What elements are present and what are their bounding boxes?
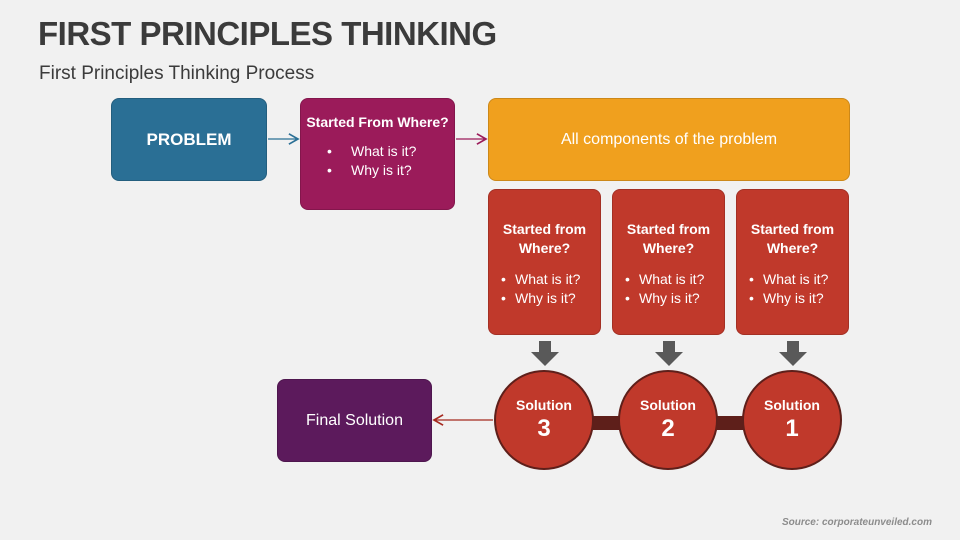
solution-number: 3	[537, 415, 551, 442]
solution-circle-2: Solution 2	[618, 370, 718, 470]
final-solution-label: Final Solution	[306, 412, 403, 429]
bullet-what: What is it?	[501, 270, 600, 289]
component-card-title: Started from Where?	[502, 221, 587, 256]
down-arrow-icon	[779, 341, 807, 366]
component-card-title: Started from Where?	[750, 221, 835, 256]
bullet-why: Why is it?	[625, 289, 724, 308]
down-arrow-icon	[655, 341, 683, 366]
bullet-why: Why is it?	[501, 289, 600, 308]
component-card-bullets: What is it? Why is it?	[613, 270, 724, 308]
started-from-where-title: Started From Where?	[306, 114, 449, 130]
bullet-what: What is it?	[749, 270, 848, 289]
bullet-what: What is it?	[625, 270, 724, 289]
component-card-bullets: What is it? Why is it?	[737, 270, 848, 308]
solution-number: 1	[785, 415, 799, 442]
started-from-where-bullets: What is it? Why is it?	[301, 142, 454, 180]
slide-title: FIRST PRINCIPLES THINKING	[38, 15, 497, 52]
component-card-bullets: What is it? Why is it?	[489, 270, 600, 308]
component-card-3: Started from Where? What is it? Why is i…	[736, 189, 849, 335]
solution-circle-1: Solution 1	[742, 370, 842, 470]
bullet-what: What is it?	[327, 142, 454, 161]
solution-label: Solution	[764, 397, 820, 413]
solution-label: Solution	[640, 397, 696, 413]
component-card-1: Started from Where? What is it? Why is i…	[488, 189, 601, 335]
started-from-where-box: Started From Where? What is it? Why is i…	[300, 98, 455, 210]
bullet-why: Why is it?	[749, 289, 848, 308]
solution-number: 2	[661, 415, 675, 442]
down-arrow-icon	[531, 341, 559, 366]
solution-label: Solution	[516, 397, 572, 413]
source-credit: Source: corporateunveiled.com	[781, 517, 932, 528]
component-card-2: Started from Where? What is it? Why is i…	[612, 189, 725, 335]
component-card-title: Started from Where?	[626, 221, 711, 256]
bullet-why: Why is it?	[327, 161, 454, 180]
problem-box: PROBLEM	[111, 98, 267, 181]
slide-subtitle: First Principles Thinking Process	[39, 63, 315, 84]
final-solution-box: Final Solution	[277, 379, 432, 462]
all-components-box: All components of the problem	[488, 98, 850, 181]
solution-circle-3: Solution 3	[494, 370, 594, 470]
